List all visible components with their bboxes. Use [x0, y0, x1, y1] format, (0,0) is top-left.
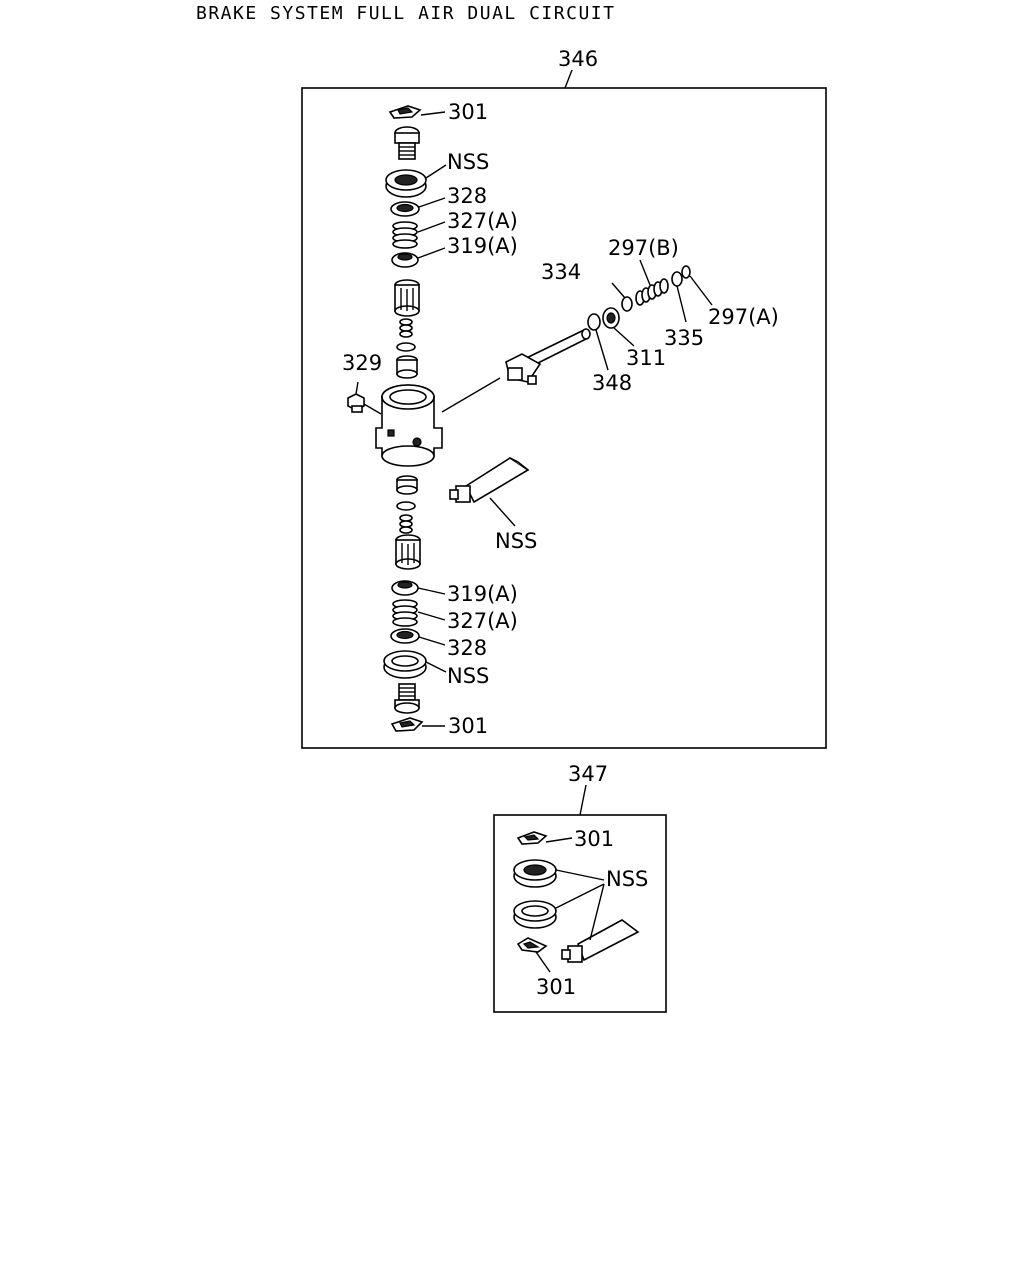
callout-327a-bottom: 327(A) — [447, 609, 518, 633]
kit-seal-2 — [513, 900, 557, 929]
seal-nss-top — [385, 169, 427, 198]
grease-tube-1 — [449, 457, 530, 504]
clip-301-top — [388, 105, 422, 119]
washer-328-bottom — [390, 628, 420, 644]
spring-327a-bottom — [392, 599, 418, 627]
spring-small-lower — [399, 514, 413, 534]
spring-small-upper — [399, 318, 413, 338]
kit-seal-1 — [513, 859, 557, 888]
kit-grease-tube — [561, 919, 640, 963]
callout-nss-top: NSS — [447, 150, 489, 174]
bolt-bottom — [394, 683, 420, 714]
assembly-ref-347: 347 — [568, 762, 608, 786]
spring-334 — [635, 278, 669, 306]
callout-297a: 297(A) — [708, 305, 779, 329]
callout-301-bottom: 301 — [448, 714, 488, 738]
valve-body — [375, 384, 443, 467]
callout-nss-tube: NSS — [495, 529, 537, 553]
kit-callout-301-top: 301 — [574, 827, 614, 851]
kit-clip-301-top — [516, 831, 548, 845]
plunger-upper — [396, 355, 418, 379]
callout-334: 297(B) — [608, 236, 679, 260]
callout-335: 335 — [664, 326, 704, 350]
callout-327a-top: 327(A) — [447, 209, 518, 233]
retainer-319a-bottom — [391, 580, 419, 596]
piston-lower — [395, 534, 421, 570]
spring-327a-top — [392, 221, 418, 249]
washer-348 — [587, 313, 601, 331]
o-ring-lower — [396, 501, 416, 511]
callout-328-bottom: 328 — [447, 636, 487, 660]
callout-319a-top: 319(A) — [447, 234, 518, 258]
callout-nss-bottom: NSS — [447, 664, 489, 688]
stem-assembly — [505, 328, 591, 385]
o-ring-upper — [396, 342, 416, 352]
callout-311: 311 — [626, 346, 666, 370]
callout-301-top: 301 — [448, 100, 488, 124]
washer-328-top — [390, 201, 420, 217]
callout-328-top: 328 — [447, 184, 487, 208]
kit-callout-nss: NSS — [606, 867, 648, 891]
piston-upper — [394, 279, 420, 317]
seal-nss-bottom — [383, 650, 427, 679]
assembly-346-frame — [301, 87, 827, 749]
clip-301-bottom — [390, 717, 424, 732]
retainer-319a-top — [391, 252, 419, 268]
bolt-top — [394, 126, 420, 160]
plug-329 — [347, 393, 365, 413]
kit-clip-301-bottom — [516, 937, 548, 953]
ring-297b — [621, 296, 633, 312]
plunger-lower — [396, 475, 418, 495]
assembly-ref-346: 346 — [558, 47, 598, 71]
callout-297b: 334 — [541, 260, 581, 284]
callout-348: 348 — [592, 371, 632, 395]
washer-335 — [671, 271, 683, 287]
seal-311 — [602, 307, 620, 329]
callout-319a-bottom: 319(A) — [447, 582, 518, 606]
callout-329: 329 — [342, 351, 382, 375]
ring-297a — [681, 265, 691, 279]
page-title: BRAKE SYSTEM FULL AIR DUAL CIRCUIT — [196, 3, 616, 24]
kit-callout-301-bottom: 301 — [536, 975, 576, 999]
